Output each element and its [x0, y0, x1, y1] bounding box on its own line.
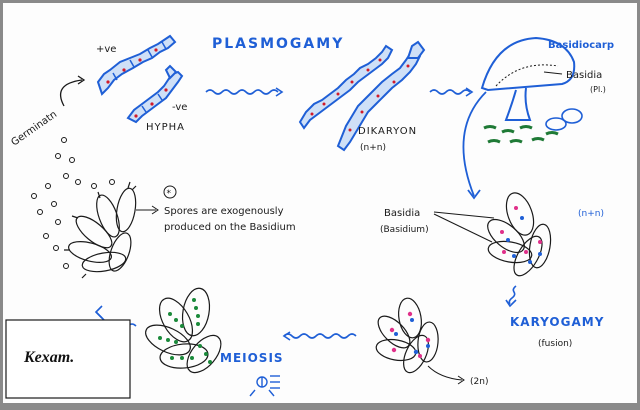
- germination-arrow: [59, 75, 86, 107]
- spore-note-line2: produced on the Basidium: [164, 222, 296, 233]
- meiosis-drawing: [145, 287, 222, 374]
- arrow-hypha-to-dikaryon: [205, 87, 284, 97]
- minus-strain-label: -ve: [172, 102, 187, 113]
- meiosis-nuclei: [158, 298, 212, 364]
- arrow-karyogamy-to-meiosis: [282, 331, 357, 341]
- spore-bullet-icon: *: [163, 185, 177, 199]
- basidia-ploidy: (n+n): [578, 209, 604, 219]
- dikaryon-drawing: [298, 40, 426, 152]
- spore-basidium-drawing: [64, 181, 137, 279]
- arrow-basidia-to-karyogamy: [505, 285, 517, 308]
- plasmogamy-title: PLASMOGAMY: [212, 36, 344, 52]
- meiosis-label: MEIOSIS: [220, 351, 284, 365]
- basidiocarp-label: Basidiocarp: [548, 40, 614, 51]
- kexam-logo: Kexam.: [5, 319, 131, 399]
- dikaryon-ploidy: (n+n): [360, 143, 386, 153]
- basidia-pointer-note: (Pl.): [590, 85, 606, 94]
- karyogamy-nuclei: [389, 311, 431, 358]
- karyogamy-drawing: [375, 297, 439, 374]
- meiosis-symbol: [249, 375, 280, 397]
- basidia-pointer-label: Basidia: [566, 70, 602, 81]
- spore-note-arrow: [136, 205, 159, 215]
- arrow-dikaryon-to-basidiocarp: [429, 87, 474, 97]
- karyogamy-pointer: [427, 365, 465, 385]
- karyogamy-note: (fusion): [538, 339, 572, 349]
- plus-strain-label: +ve: [96, 44, 116, 55]
- basidia-drawing: [487, 192, 552, 277]
- hypha-drawing: [96, 34, 184, 124]
- logo-text: Kexam.: [23, 349, 74, 366]
- spores: [31, 137, 115, 269]
- basidia-nuclei: [500, 206, 542, 264]
- karyogamy-ploidy: (2n): [470, 377, 488, 387]
- basidiocarp-drawing: [462, 36, 583, 200]
- dikaryon-label: DIKARYON: [358, 126, 417, 137]
- basidium-label: (Basidium): [380, 225, 429, 235]
- karyogamy-label: KARYOGAMY: [510, 315, 604, 329]
- spore-note-line1: Spores are exogenously: [164, 206, 284, 217]
- svg-text:*: *: [167, 189, 172, 199]
- hypha-label: HYPHA: [146, 122, 185, 133]
- basidia-label: Basidia: [384, 208, 420, 219]
- basidia-pointer-lines: [433, 211, 495, 243]
